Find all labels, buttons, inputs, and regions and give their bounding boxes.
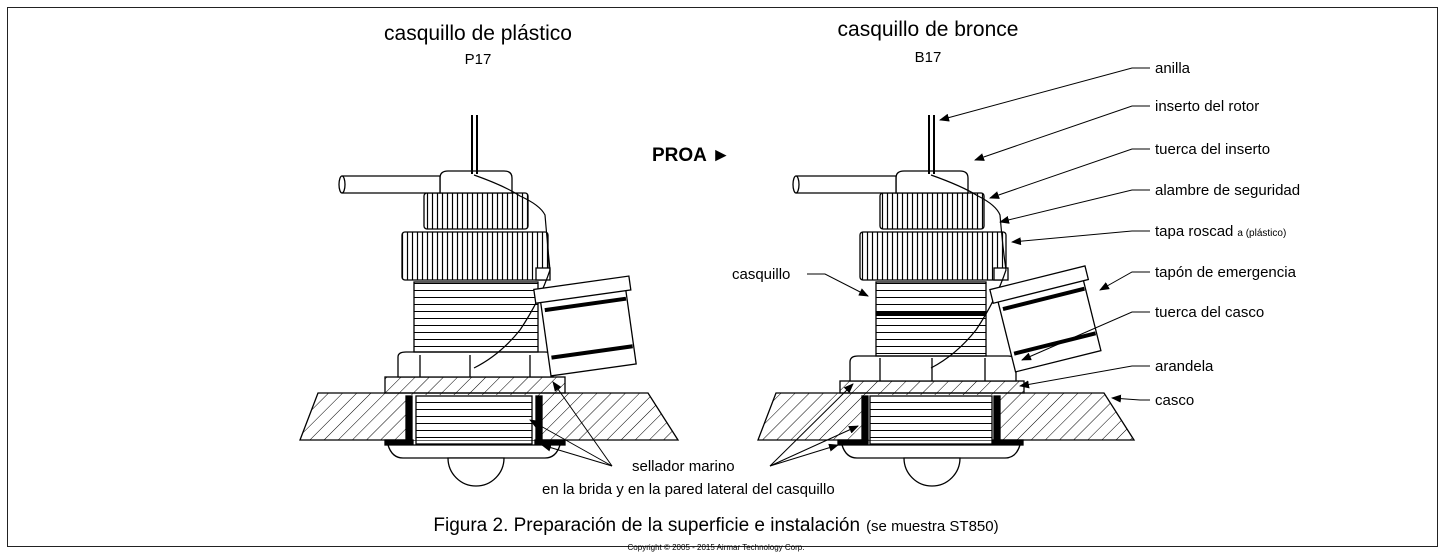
label-sellador-detail: en la brida y en la pared lateral del ca…: [542, 481, 835, 498]
label-tuerca-casco: tuerca del casco: [1155, 304, 1264, 321]
paddlewheel-dome-left: [447, 457, 505, 487]
label-tapon: tapón de emergencia: [1155, 264, 1297, 281]
washer-left: [384, 376, 566, 394]
insert-nut-right: [879, 192, 985, 230]
label-tuerca-inserto: tuerca del inserto: [1155, 141, 1270, 158]
threaded-stem-right: [869, 395, 993, 445]
washer-right: [839, 380, 1025, 394]
bronze-housing-drawing: [757, 115, 1136, 487]
threaded-stem-left: [415, 395, 533, 445]
copyright-notice: Copyright © 2005 - 2015 Airmar Technolog…: [628, 543, 805, 552]
hull-nut-right: [849, 355, 1017, 382]
right-housing-title: casquillo de bronce: [838, 18, 1019, 41]
cap-nut-left: [401, 231, 549, 281]
rotor-insert-left: [439, 170, 513, 194]
label-alambre: alambre de seguridad: [1155, 182, 1300, 199]
label-casquillo: casquillo: [732, 266, 790, 283]
label-arandela: arandela: [1155, 358, 1214, 375]
housing-thread-left: [413, 281, 539, 353]
bow-direction-label: PROA ►: [652, 145, 730, 166]
label-inserto-rotor: inserto del rotor: [1155, 98, 1259, 115]
label-anilla: anilla: [1155, 60, 1191, 77]
right-model-label: B17: [915, 49, 942, 66]
figure-caption: Figura 2. Preparación de la superficie e…: [433, 515, 998, 536]
leader-lines: [529, 67, 1150, 467]
cap-nut-right: [859, 231, 1007, 281]
paddlewheel-dome-right: [903, 457, 961, 487]
left-housing-title: casquillo de plástico: [384, 22, 572, 45]
housing-thread-right: [875, 281, 987, 357]
label-casco: casco: [1155, 392, 1194, 409]
plastic-housing-drawing: [299, 115, 680, 487]
figure-frame: [7, 7, 1438, 547]
rotor-insert-right: [895, 170, 969, 194]
insert-nut-left: [423, 192, 529, 230]
label-sellador: sellador marino: [632, 458, 735, 475]
left-model-label: P17: [465, 51, 492, 68]
